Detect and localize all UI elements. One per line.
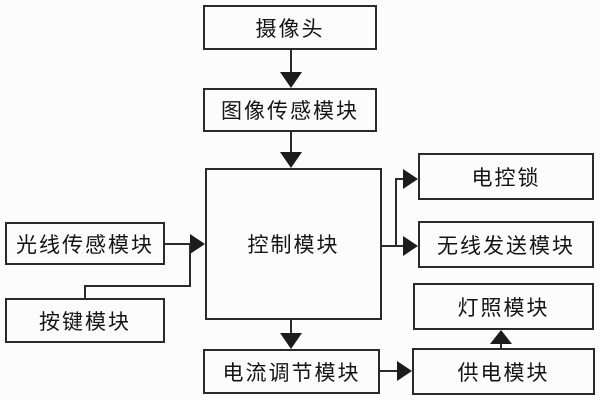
node-image-sensor-label: 图像传感模块 [221,99,359,123]
arrowhead-current-to-power [397,361,412,381]
node-power: 供电模块 [412,348,595,395]
arrowhead-light-sensor-to-control [190,234,205,254]
arrowhead-image-sensor-to-control [280,152,302,168]
node-camera-label: 摄像头 [255,16,325,41]
node-key: 按键模块 [5,298,165,343]
node-lock-label: 电控锁 [471,165,541,190]
node-wireless-label: 无线发送模块 [437,233,575,258]
node-control: 控制模块 [205,168,382,320]
connector-control-to-current [290,320,292,334]
connector-light-sensor-to-control [165,243,190,245]
connector-to-lock [395,178,403,180]
connector-power-to-lighting [500,344,502,348]
connector-current-to-power [380,370,398,372]
connector-to-wireless [397,245,403,247]
connector-control-right-stub [382,245,397,247]
connector-camera-to-image-sensor [290,50,292,73]
connector-key-riser [189,244,191,287]
node-control-label: 控制模块 [247,233,340,257]
node-current: 电流调节模块 [203,349,380,394]
connector-branch-riser [395,178,397,247]
arrowhead-control-to-current [280,333,302,349]
node-image-sensor: 图像传感模块 [203,88,377,132]
connector-key-vertical [84,286,86,298]
node-lighting: 灯照模块 [413,283,594,330]
node-current-label: 电流调节模块 [222,360,361,385]
connector-image-sensor-to-control [290,132,292,153]
node-light-sensor: 光线传感模块 [5,222,165,265]
arrowhead-control-to-lock [403,169,418,189]
node-wireless: 无线发送模块 [418,221,594,268]
node-lock: 电控锁 [418,153,594,200]
node-light-sensor-label: 光线传感模块 [16,232,154,257]
node-camera: 摄像头 [203,5,377,50]
arrowhead-control-to-wireless [403,236,418,256]
arrowhead-power-to-lighting [490,330,512,344]
arrowhead-camera-to-image-sensor [280,72,302,88]
node-key-label: 按键模块 [39,309,131,334]
node-power-label: 供电模块 [457,360,550,385]
connector-key-horizontal [84,285,191,287]
node-lighting-label: 灯照模块 [457,295,550,320]
